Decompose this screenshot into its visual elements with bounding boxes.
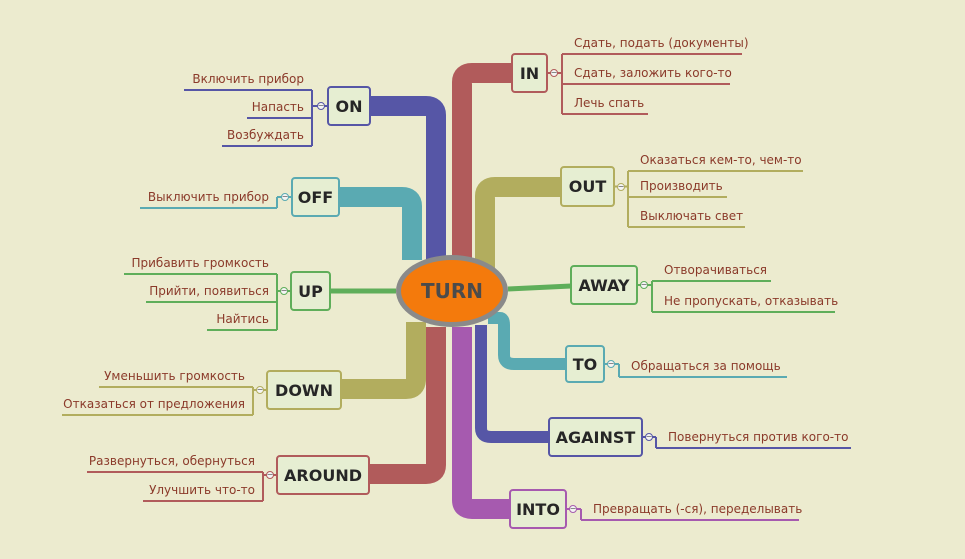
- branch-node-on[interactable]: ON: [327, 86, 371, 126]
- connector-in: [452, 63, 512, 262]
- collapse-toggle-away[interactable]: −: [640, 280, 648, 289]
- leaf-topic-down[interactable]: Отказаться от предложения: [63, 397, 245, 411]
- leaf-topic-out[interactable]: Оказаться кем-то, чем-то: [640, 153, 802, 167]
- leaf-topic-up[interactable]: Найтись: [216, 312, 269, 326]
- collapse-toggle-to[interactable]: −: [607, 359, 615, 368]
- collapse-toggle-out[interactable]: −: [617, 181, 625, 191]
- leaf-topic-out[interactable]: Производить: [640, 179, 723, 193]
- collapse-toggle-into[interactable]: −: [569, 504, 577, 513]
- branch-node-in[interactable]: IN: [511, 53, 548, 93]
- central-topic[interactable]: TURN: [396, 255, 508, 327]
- leaf-topic-in[interactable]: Лечь спать: [574, 96, 645, 110]
- branch-node-away[interactable]: AWAY: [570, 265, 638, 305]
- branch-node-out[interactable]: OUT: [560, 166, 615, 207]
- collapse-toggle-down[interactable]: −: [256, 385, 264, 394]
- leaf-topic-out[interactable]: Выключать свет: [640, 209, 744, 223]
- branch-node-up[interactable]: UP: [290, 271, 331, 311]
- leaf-topic-on[interactable]: Включить прибор: [192, 72, 304, 86]
- leaf-topic-to[interactable]: Обращаться за помощь: [631, 359, 781, 373]
- branch-node-off[interactable]: OFF: [291, 177, 340, 217]
- leaf-topic-down[interactable]: Уменьшить громкость: [104, 369, 245, 383]
- leaf-topic-on[interactable]: Напасть: [251, 100, 304, 114]
- leaf-topic-up[interactable]: Прибавить громкость: [131, 256, 269, 270]
- branch-node-around[interactable]: AROUND: [276, 455, 370, 495]
- collapse-toggle-against[interactable]: −: [645, 432, 653, 441]
- connector-on: [370, 96, 446, 262]
- leaf-topic-against[interactable]: Повернуться против кого-то: [668, 430, 849, 444]
- leaf-topic-away[interactable]: Не пропускать, отказывать: [664, 294, 839, 308]
- connector-around: [369, 327, 446, 484]
- collapse-toggle-up[interactable]: −: [280, 286, 288, 295]
- connector-against: [475, 325, 549, 443]
- leaf-topic-around[interactable]: Развернуться, обернуться: [88, 454, 255, 468]
- connector-away: [507, 283, 572, 292]
- leaf-topic-in[interactable]: Сдать, подать (документы): [574, 36, 749, 50]
- leaf-topic-around[interactable]: Улучшить что-то: [149, 483, 255, 497]
- leaf-topic-in[interactable]: Сдать, заложить кого-то: [574, 66, 732, 80]
- branch-node-down[interactable]: DOWN: [266, 370, 342, 410]
- branch-node-to[interactable]: TO: [565, 345, 605, 383]
- collapse-toggle-around[interactable]: −: [266, 470, 274, 479]
- connector-into: [452, 327, 509, 519]
- connector-out: [475, 177, 561, 268]
- connector-off: [339, 187, 422, 260]
- collapse-toggle-in[interactable]: −: [550, 68, 558, 77]
- branch-node-against[interactable]: AGAINST: [548, 417, 643, 457]
- leaf-topic-up[interactable]: Прийти, появиться: [149, 284, 269, 298]
- leaf-topic-away[interactable]: Отворачиваться: [664, 263, 768, 277]
- branch-node-into[interactable]: INTO: [509, 489, 567, 529]
- connector-down: [341, 322, 426, 399]
- leaf-topic-off[interactable]: Выключить прибор: [147, 190, 269, 204]
- collapse-toggle-on[interactable]: −: [317, 101, 325, 110]
- leaf-topic-on[interactable]: Возбуждать: [227, 128, 304, 142]
- leaf-topic-into[interactable]: Превращать (-ся), переделывать: [593, 502, 803, 516]
- collapse-toggle-off[interactable]: −: [281, 192, 289, 201]
- connector-to: [488, 312, 566, 370]
